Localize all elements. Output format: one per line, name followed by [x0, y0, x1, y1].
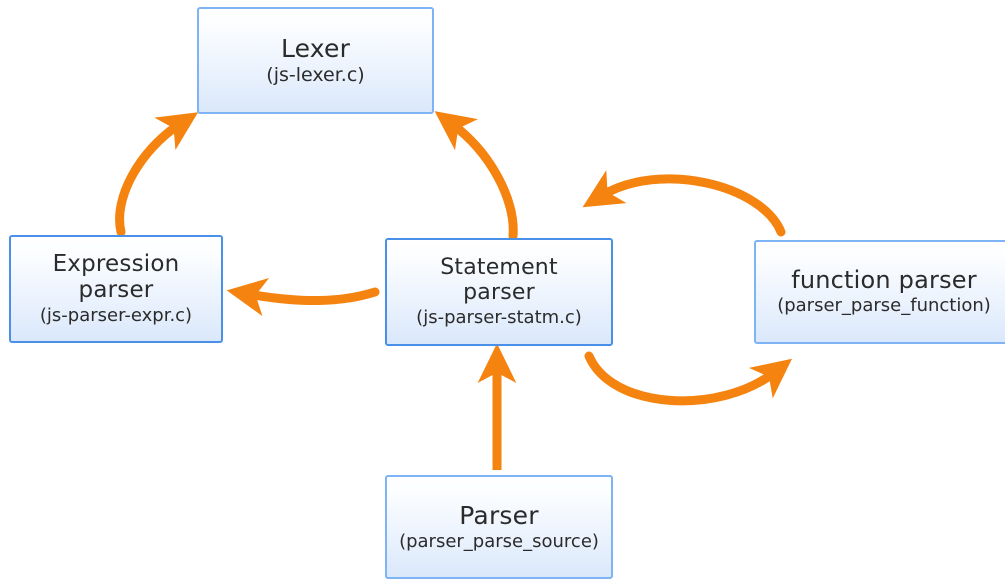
- node-expression-parser-subtitle: (js-parser-expr.c): [39, 304, 193, 326]
- edge-statement-to-expression: [226, 278, 380, 317]
- node-expression-parser[interactable]: Expression parser (js-parser-expr.c): [9, 235, 223, 343]
- node-parser-title: Parser: [459, 500, 539, 530]
- edge-expression-to-lexer: [115, 112, 199, 237]
- node-function-parser[interactable]: function parser (parser_parse_function): [754, 240, 1005, 344]
- node-statement-parser-subtitle: (js-parser-statm.c): [416, 306, 582, 328]
- node-statement-parser-title: Statement parser: [440, 255, 558, 305]
- node-lexer-subtitle: (js-lexer.c): [266, 63, 365, 86]
- edge-statement-to-function: [584, 351, 793, 406]
- node-expression-parser-title: Expression parser: [52, 251, 180, 303]
- node-statement-parser[interactable]: Statement parser (js-parser-statm.c): [385, 238, 613, 346]
- node-lexer-title: Lexer: [280, 33, 351, 63]
- node-function-parser-title: function parser: [791, 266, 977, 295]
- node-parser[interactable]: Parser (parser_parse_source): [385, 475, 613, 579]
- edge-function-to-statement: [582, 170, 786, 237]
- node-function-parser-subtitle: (parser_parse_function): [777, 295, 991, 317]
- node-lexer[interactable]: Lexer (js-lexer.c): [197, 7, 434, 114]
- edge-statement-to-lexer: [434, 111, 518, 241]
- node-parser-subtitle: (parser_parse_source): [399, 530, 599, 552]
